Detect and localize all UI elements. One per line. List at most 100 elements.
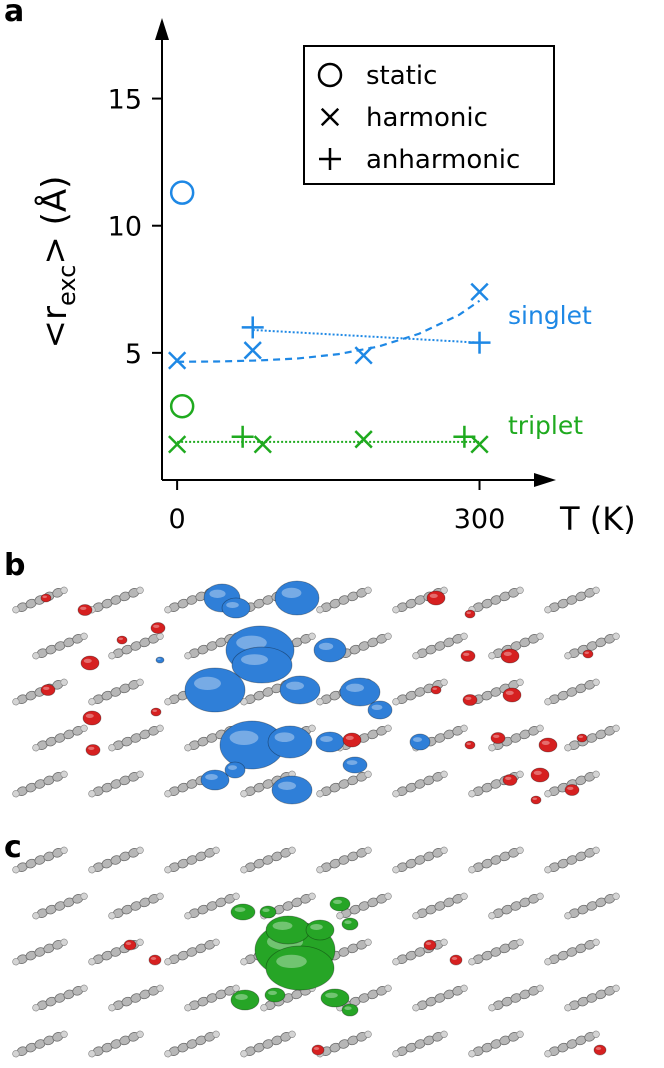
molecule (164, 1030, 220, 1058)
molecule (392, 1030, 448, 1058)
hole-density-lobe (502, 774, 518, 786)
molecule (336, 724, 392, 752)
triplet-density-lobe (341, 917, 359, 931)
electron-density-lobe (203, 583, 241, 613)
molecule (164, 770, 220, 798)
molecule (108, 892, 164, 920)
triplet-harmonic-marker (167, 435, 187, 454)
triplet-static-marker (169, 394, 195, 419)
hole-density-lobe (430, 685, 442, 695)
triplet-anharmonic-marker (231, 425, 254, 448)
molecule (12, 770, 68, 798)
singlet-anharmonic-marker (241, 316, 264, 339)
molecule (412, 724, 468, 752)
y-tick-label: 15 (108, 85, 142, 116)
hole-density-lobe (116, 635, 128, 645)
molecule (32, 984, 88, 1012)
molecule (468, 770, 524, 798)
chart-axes (155, 18, 556, 487)
molecule (316, 1030, 372, 1058)
electron-density-lobe (342, 756, 368, 774)
molecule (164, 586, 220, 614)
molecule (316, 678, 372, 706)
hole-density-lobe (490, 732, 506, 744)
hole-density-lobe (462, 694, 478, 706)
electron-density-lobe (155, 656, 165, 664)
triplet-density-lobe (230, 903, 256, 921)
electron-density-lobe (313, 637, 347, 663)
molecule (392, 586, 448, 614)
electron-density-lobe (315, 731, 345, 753)
triplet-density-lobe (265, 945, 335, 991)
data-markers (167, 180, 491, 454)
hole-density-lobe (530, 767, 550, 783)
molecule (164, 678, 220, 706)
molecule (88, 846, 144, 874)
molecule (392, 770, 448, 798)
panel-b-molecule-lattice (12, 586, 620, 798)
x-tick-label: 0 (169, 504, 186, 535)
fit-lines (177, 299, 481, 443)
molecule (88, 678, 144, 706)
electron-density-lobe (225, 625, 295, 675)
molecule (468, 586, 524, 614)
hole-density-lobe (77, 604, 93, 616)
hole-density-lobe (80, 655, 100, 671)
hole-density-lobe (502, 687, 522, 703)
triplet-anharmonic-marker (453, 425, 476, 448)
y-axis-arrow (155, 18, 169, 40)
hole-density-lobe (82, 710, 102, 726)
legend-marker-static (317, 62, 343, 88)
singlet-anharmonic-marker (468, 331, 491, 354)
electron-density-lobe (267, 725, 313, 759)
legend-marker-harmonic (320, 107, 340, 127)
panel-b-hole-density (40, 590, 594, 805)
molecule (260, 984, 316, 1012)
legend-label-static: static (366, 61, 437, 91)
molecule (88, 938, 144, 966)
molecule (544, 938, 600, 966)
molecule (88, 586, 144, 614)
panel-c-triplet-density-cloud (230, 896, 359, 1017)
molecule (392, 678, 448, 706)
hole-density-lobe (423, 939, 437, 951)
molecule (184, 724, 240, 752)
molecule (488, 724, 544, 752)
electron-density-lobe (184, 667, 246, 713)
molecule (336, 632, 392, 660)
electron-density-lobe (224, 761, 246, 779)
electron-density-lobe (409, 733, 431, 751)
molecule (316, 938, 372, 966)
triplet-density-lobe (341, 1003, 359, 1017)
molecule (468, 1030, 524, 1058)
molecule (316, 770, 372, 798)
hole-density-lobe (311, 1044, 325, 1056)
molecule (240, 1030, 296, 1058)
triplet-harmonic-marker (354, 430, 373, 449)
electron-density-lobe (200, 769, 230, 791)
hole-density-lobe (564, 784, 580, 796)
hole-density-lobe (500, 648, 520, 664)
panel-c-hole-density (123, 939, 607, 1056)
triplet-density-lobe (265, 915, 311, 945)
hole-density-lobe (582, 649, 594, 659)
hole-density-lobe (123, 939, 137, 951)
molecule (316, 586, 372, 614)
molecule (108, 632, 164, 660)
electron-density-lobe (219, 720, 285, 770)
y-axis-label-main: <r (35, 306, 75, 348)
panel-c-molecule-lattice (12, 846, 620, 1058)
molecule (412, 892, 468, 920)
molecule (240, 586, 296, 614)
molecule (544, 586, 600, 614)
hole-density-lobe (342, 732, 362, 748)
triplet-density-lobe (305, 919, 335, 941)
singlet-anharmonic-fit-line (252, 328, 480, 344)
molecule (488, 632, 544, 660)
hole-density-lobe (460, 650, 476, 662)
molecule (564, 632, 620, 660)
x-axis-label: T (K) (559, 500, 636, 538)
triplet-density-lobe (254, 921, 336, 979)
hole-density-lobe (40, 593, 52, 603)
